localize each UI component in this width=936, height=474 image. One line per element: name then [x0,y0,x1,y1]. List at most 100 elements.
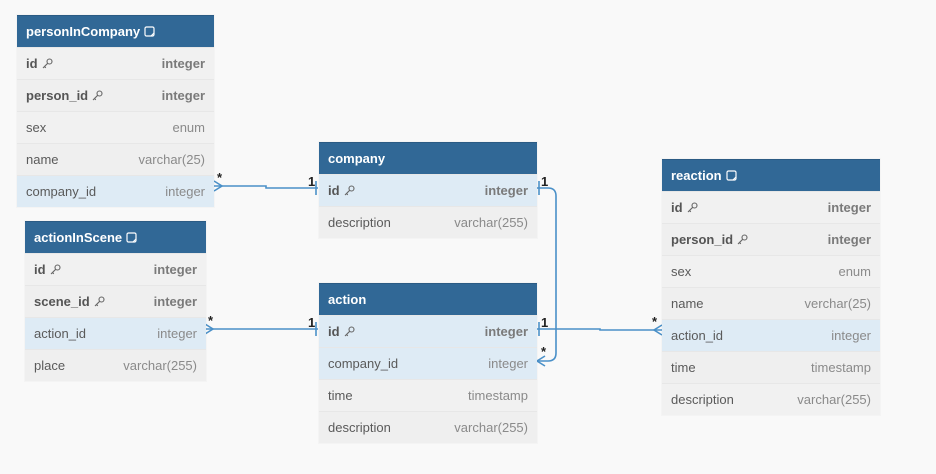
table-header[interactable]: action [319,283,537,315]
field-row[interactable]: company_id integer [319,347,537,379]
cardinality-actioninscene-many: * [208,313,214,328]
field-name: action_id [671,328,724,343]
field-name: time [328,388,353,403]
field-row[interactable]: action_id integer [662,319,880,351]
field-name: id [671,200,683,215]
field-type: integer [484,183,528,198]
field-type: integer [484,324,528,339]
link-action-reaction [537,328,662,331]
field-name: scene_id [34,294,90,309]
field-row[interactable]: description varchar(255) [319,411,537,443]
field-type: varchar(255) [454,420,528,435]
cardinality-action-right-one: 1 [541,315,549,330]
field-row[interactable]: name varchar(25) [17,143,214,175]
field-type: varchar(255) [797,392,871,407]
field-name: id [328,324,340,339]
table-header[interactable]: company [319,142,537,174]
field-row[interactable]: sex enum [17,111,214,143]
table-personincompany[interactable]: personInCompany id integer person_id int… [17,15,214,207]
field-name: description [328,215,391,230]
key-icon [94,296,105,307]
note-icon [725,170,737,181]
field-type: varchar(25) [138,152,205,167]
field-row[interactable]: time timestamp [319,379,537,411]
field-name: place [34,358,66,373]
cardinality-personincompany-many: * [217,170,223,185]
table-header[interactable]: actionInScene [25,221,206,253]
note-icon [126,232,137,243]
field-name: name [26,152,59,167]
field-type: enum [838,264,871,279]
cardinality-company-right-one: 1 [541,174,549,189]
field-name: id [34,262,46,277]
table-company[interactable]: company id integer description varchar(2… [319,142,537,238]
field-type: timestamp [811,360,871,375]
field-name: person_id [671,232,734,247]
table-header[interactable]: personInCompany [17,15,214,47]
field-name: action_id [34,326,87,341]
field-row[interactable]: id integer [662,191,880,223]
field-type: integer [827,200,871,215]
field-row[interactable]: company_id integer [17,175,214,207]
key-icon [50,264,61,275]
table-title: actionInScene [34,230,123,245]
key-icon [737,234,748,245]
field-type: integer [827,232,871,247]
cardinality-reaction-many: * [652,314,658,329]
field-row[interactable]: id integer [319,315,537,347]
link-personincompany-company [214,185,318,189]
field-row[interactable]: description varchar(255) [319,206,537,238]
table-title: company [328,151,386,166]
field-name: description [328,420,391,435]
field-row[interactable]: person_id integer [662,223,880,255]
field-row[interactable]: place varchar(255) [25,349,206,381]
field-row[interactable]: sex enum [662,255,880,287]
field-type: enum [172,120,205,135]
field-name: name [671,296,704,311]
field-name: description [671,392,734,407]
field-type: integer [161,56,205,71]
field-row[interactable]: time timestamp [662,351,880,383]
field-type: integer [161,88,205,103]
field-name: person_id [26,88,89,103]
table-title: personInCompany [26,24,141,39]
field-type: integer [153,262,197,277]
field-row[interactable]: name verchar(25) [662,287,880,319]
table-title: reaction [671,168,722,183]
field-type: timestamp [468,388,528,403]
field-name: sex [26,120,47,135]
table-header[interactable]: reaction [662,159,880,191]
field-type: integer [153,294,197,309]
key-icon [687,202,698,213]
table-reaction[interactable]: reaction id integer person_id integer se… [662,159,880,415]
field-row[interactable]: id integer [319,174,537,206]
table-title: action [328,292,367,307]
field-row[interactable]: id integer [25,253,206,285]
field-type: integer [165,184,205,199]
field-row[interactable]: id integer [17,47,214,79]
field-type: verchar(25) [804,296,871,311]
field-type: integer [488,356,528,371]
field-name: company_id [328,356,399,371]
note-icon [144,26,155,37]
field-name: sex [671,264,692,279]
field-name: id [26,56,38,71]
key-icon [344,326,355,337]
field-row[interactable]: person_id integer [17,79,214,111]
link-company-action [537,187,557,362]
field-name: time [671,360,696,375]
cardinality-company-one: 1 [308,174,316,189]
table-actioninscene[interactable]: actionInScene id integer scene_id intege… [25,221,206,381]
field-row[interactable]: description varchar(255) [662,383,880,415]
field-type: integer [831,328,871,343]
cardinality-action-companyid-many: * [541,344,547,359]
table-action[interactable]: action id integer company_id integer tim… [319,283,537,443]
key-icon [92,90,103,101]
key-icon [344,185,355,196]
field-type: integer [157,326,197,341]
field-name: id [328,183,340,198]
field-row[interactable]: action_id integer [25,317,206,349]
cardinality-action-one: 1 [308,315,316,330]
field-row[interactable]: scene_id integer [25,285,206,317]
